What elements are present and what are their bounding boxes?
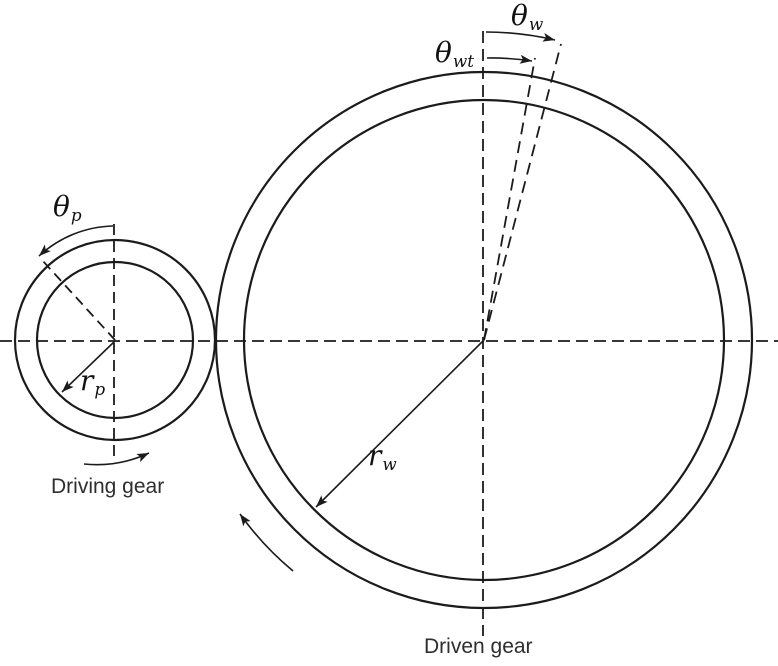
driven-gear-outer-circle (214, 70, 754, 610)
r-w-base: r (368, 439, 382, 472)
driven-rotation-arrow (239, 513, 294, 572)
rp-radius-arrow (61, 340, 116, 393)
theta-p-base: θ (53, 190, 70, 223)
theta-p-sub: p (70, 205, 82, 226)
driven-gear-rotated-radius-thetaw (483, 43, 562, 341)
theta-w-label: θw (511, 2, 543, 33)
theta-w-arc-arrow (485, 31, 556, 42)
driving-gear-rotated-radius (41, 259, 116, 341)
theta-p-arc-arrow (38, 225, 114, 257)
driving-gear-label: Driving gear (51, 475, 165, 498)
driving-rotation-arrow (83, 452, 150, 466)
theta-w-base: θ (511, 0, 528, 32)
rw-radius-arrow (315, 339, 485, 508)
r-p-sub: p (94, 379, 106, 400)
r-p-label: rp (80, 367, 105, 398)
r-p-base: r (80, 364, 94, 397)
theta-wt-label: θwt (435, 39, 474, 70)
driven-gear-label: Driven gear (424, 635, 533, 658)
driven-gear-rotated-radius-thetawt (483, 57, 536, 341)
driving-gear-inner-circle (35, 260, 195, 420)
theta-wt-sub: wt (452, 51, 474, 72)
theta-w-sub: w (528, 14, 544, 35)
r-w-sub: w (382, 454, 397, 475)
theta-wt-base: θ (435, 36, 452, 69)
r-w-label: rw (368, 442, 397, 473)
theta-p-label: θp (53, 193, 82, 224)
driven-gear-inner-circle (242, 98, 726, 582)
theta-wt-arc-arrow (486, 54, 533, 64)
